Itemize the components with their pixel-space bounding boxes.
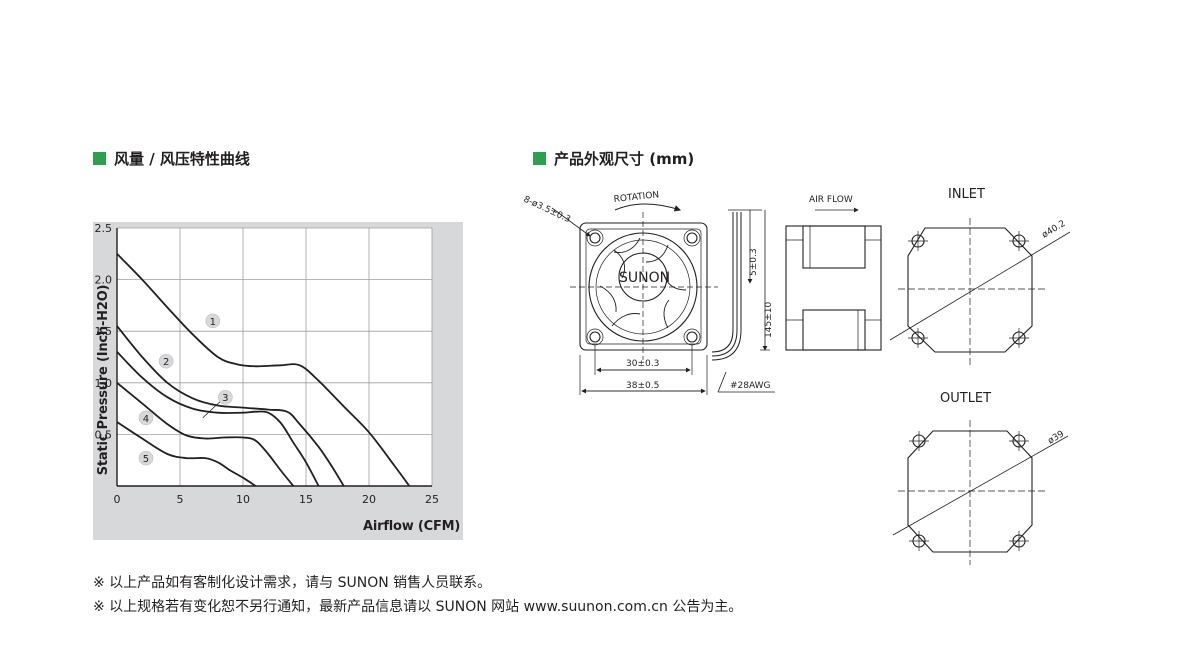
chart-curve-badge	[138, 410, 154, 426]
dimension-5-label: 5±0.3	[749, 248, 759, 276]
chart-y-axis-label: Static Pressure (Inch-H2O)	[96, 284, 111, 476]
chart-curve-label: 2	[163, 357, 169, 368]
chart-series-line-5	[116, 421, 257, 487]
inlet-view	[889, 218, 1071, 365]
chart-curve-label: 5	[143, 454, 149, 465]
awg-label: #28AWG	[730, 381, 771, 391]
dimension-38-label: 38±0.5	[626, 381, 659, 391]
chart-x-tick-label: 10	[236, 493, 250, 506]
chart-y-tick-label: 1.5	[95, 325, 113, 338]
mounting-hole-icon	[586, 229, 701, 346]
green-square-icon	[93, 152, 106, 165]
outlet-view	[892, 420, 1069, 565]
fan-front-view	[551, 203, 775, 395]
chart-y-tick-label: 1.0	[95, 377, 113, 390]
dimension-section-title: 产品外观尺寸 (mm)	[533, 148, 694, 169]
chart-y-tick-label: 2.0	[95, 274, 113, 287]
chart-y-tick-label: 0.5	[95, 428, 113, 441]
curve-title-text: 风量 / 风压特性曲线	[114, 150, 250, 168]
curve-section-title: 风量 / 风压特性曲线	[93, 148, 250, 169]
chart-curve-badge	[158, 353, 174, 369]
chart-y-tick-label: 2.5	[95, 222, 113, 235]
air-flow-label: AIR FLOW	[809, 195, 853, 205]
fan-blade-icon	[599, 237, 687, 329]
chart-series-line-2	[116, 325, 345, 487]
fan-side-view	[785, 207, 882, 351]
hole-dimension-label: 8-ø3.5±0.3	[522, 195, 572, 225]
inlet-diameter-label: ø40.2	[1040, 219, 1067, 241]
chart-x-axis-label: Airflow (CFM)	[363, 519, 461, 534]
note-customization: ※ 以上产品如有客制化设计需求，请与 SUNON 销售人员联系。	[93, 575, 492, 591]
chart-x-tick-label: 15	[299, 493, 313, 506]
chart-x-tick-label: 25	[425, 493, 439, 506]
chart-x-tick-label: 5	[177, 493, 184, 506]
chart-curve-badge	[138, 450, 154, 466]
chart-x-tick-label: 0	[114, 493, 121, 506]
chart-curve-label: 4	[143, 414, 149, 425]
chart-series-line-4	[116, 382, 295, 487]
dimension-title-text: 产品外观尺寸 (mm)	[554, 150, 695, 168]
dimension-145-label: 145±10	[764, 302, 774, 338]
note-spec-change: ※ 以上规格若有变化恕不另行通知，最新产品信息请以 SUNON 网站 www.s…	[93, 599, 743, 615]
chart-curve-badge	[218, 389, 233, 405]
chart-series-line-3	[116, 351, 320, 487]
dimension-30-label: 30±0.3	[626, 359, 659, 369]
chart-x-tick-label: 20	[362, 493, 376, 506]
chart-curve-badge	[205, 313, 221, 329]
inlet-label: INLET	[948, 187, 985, 202]
chart-curve-label: 1	[210, 317, 216, 328]
mounting-hole-icon	[909, 431, 1029, 551]
outlet-diameter-label: ø39	[1046, 429, 1066, 446]
green-square-icon	[533, 152, 546, 165]
chart-curve-label: 3	[222, 393, 228, 404]
chart-series-line-1	[116, 253, 411, 487]
chart-label-leader	[202, 401, 221, 419]
pq-curve-chart: 0 5 10 15 20 25 0.5 1.0 1.5 2.0 2.5 1 2 3 4 5	[95, 222, 440, 506]
outlet-label: OUTLET	[940, 391, 991, 406]
mounting-hole-icon	[908, 231, 1029, 348]
brand-label: SUNON	[619, 270, 670, 286]
rotation-label: ROTATION	[613, 190, 659, 205]
